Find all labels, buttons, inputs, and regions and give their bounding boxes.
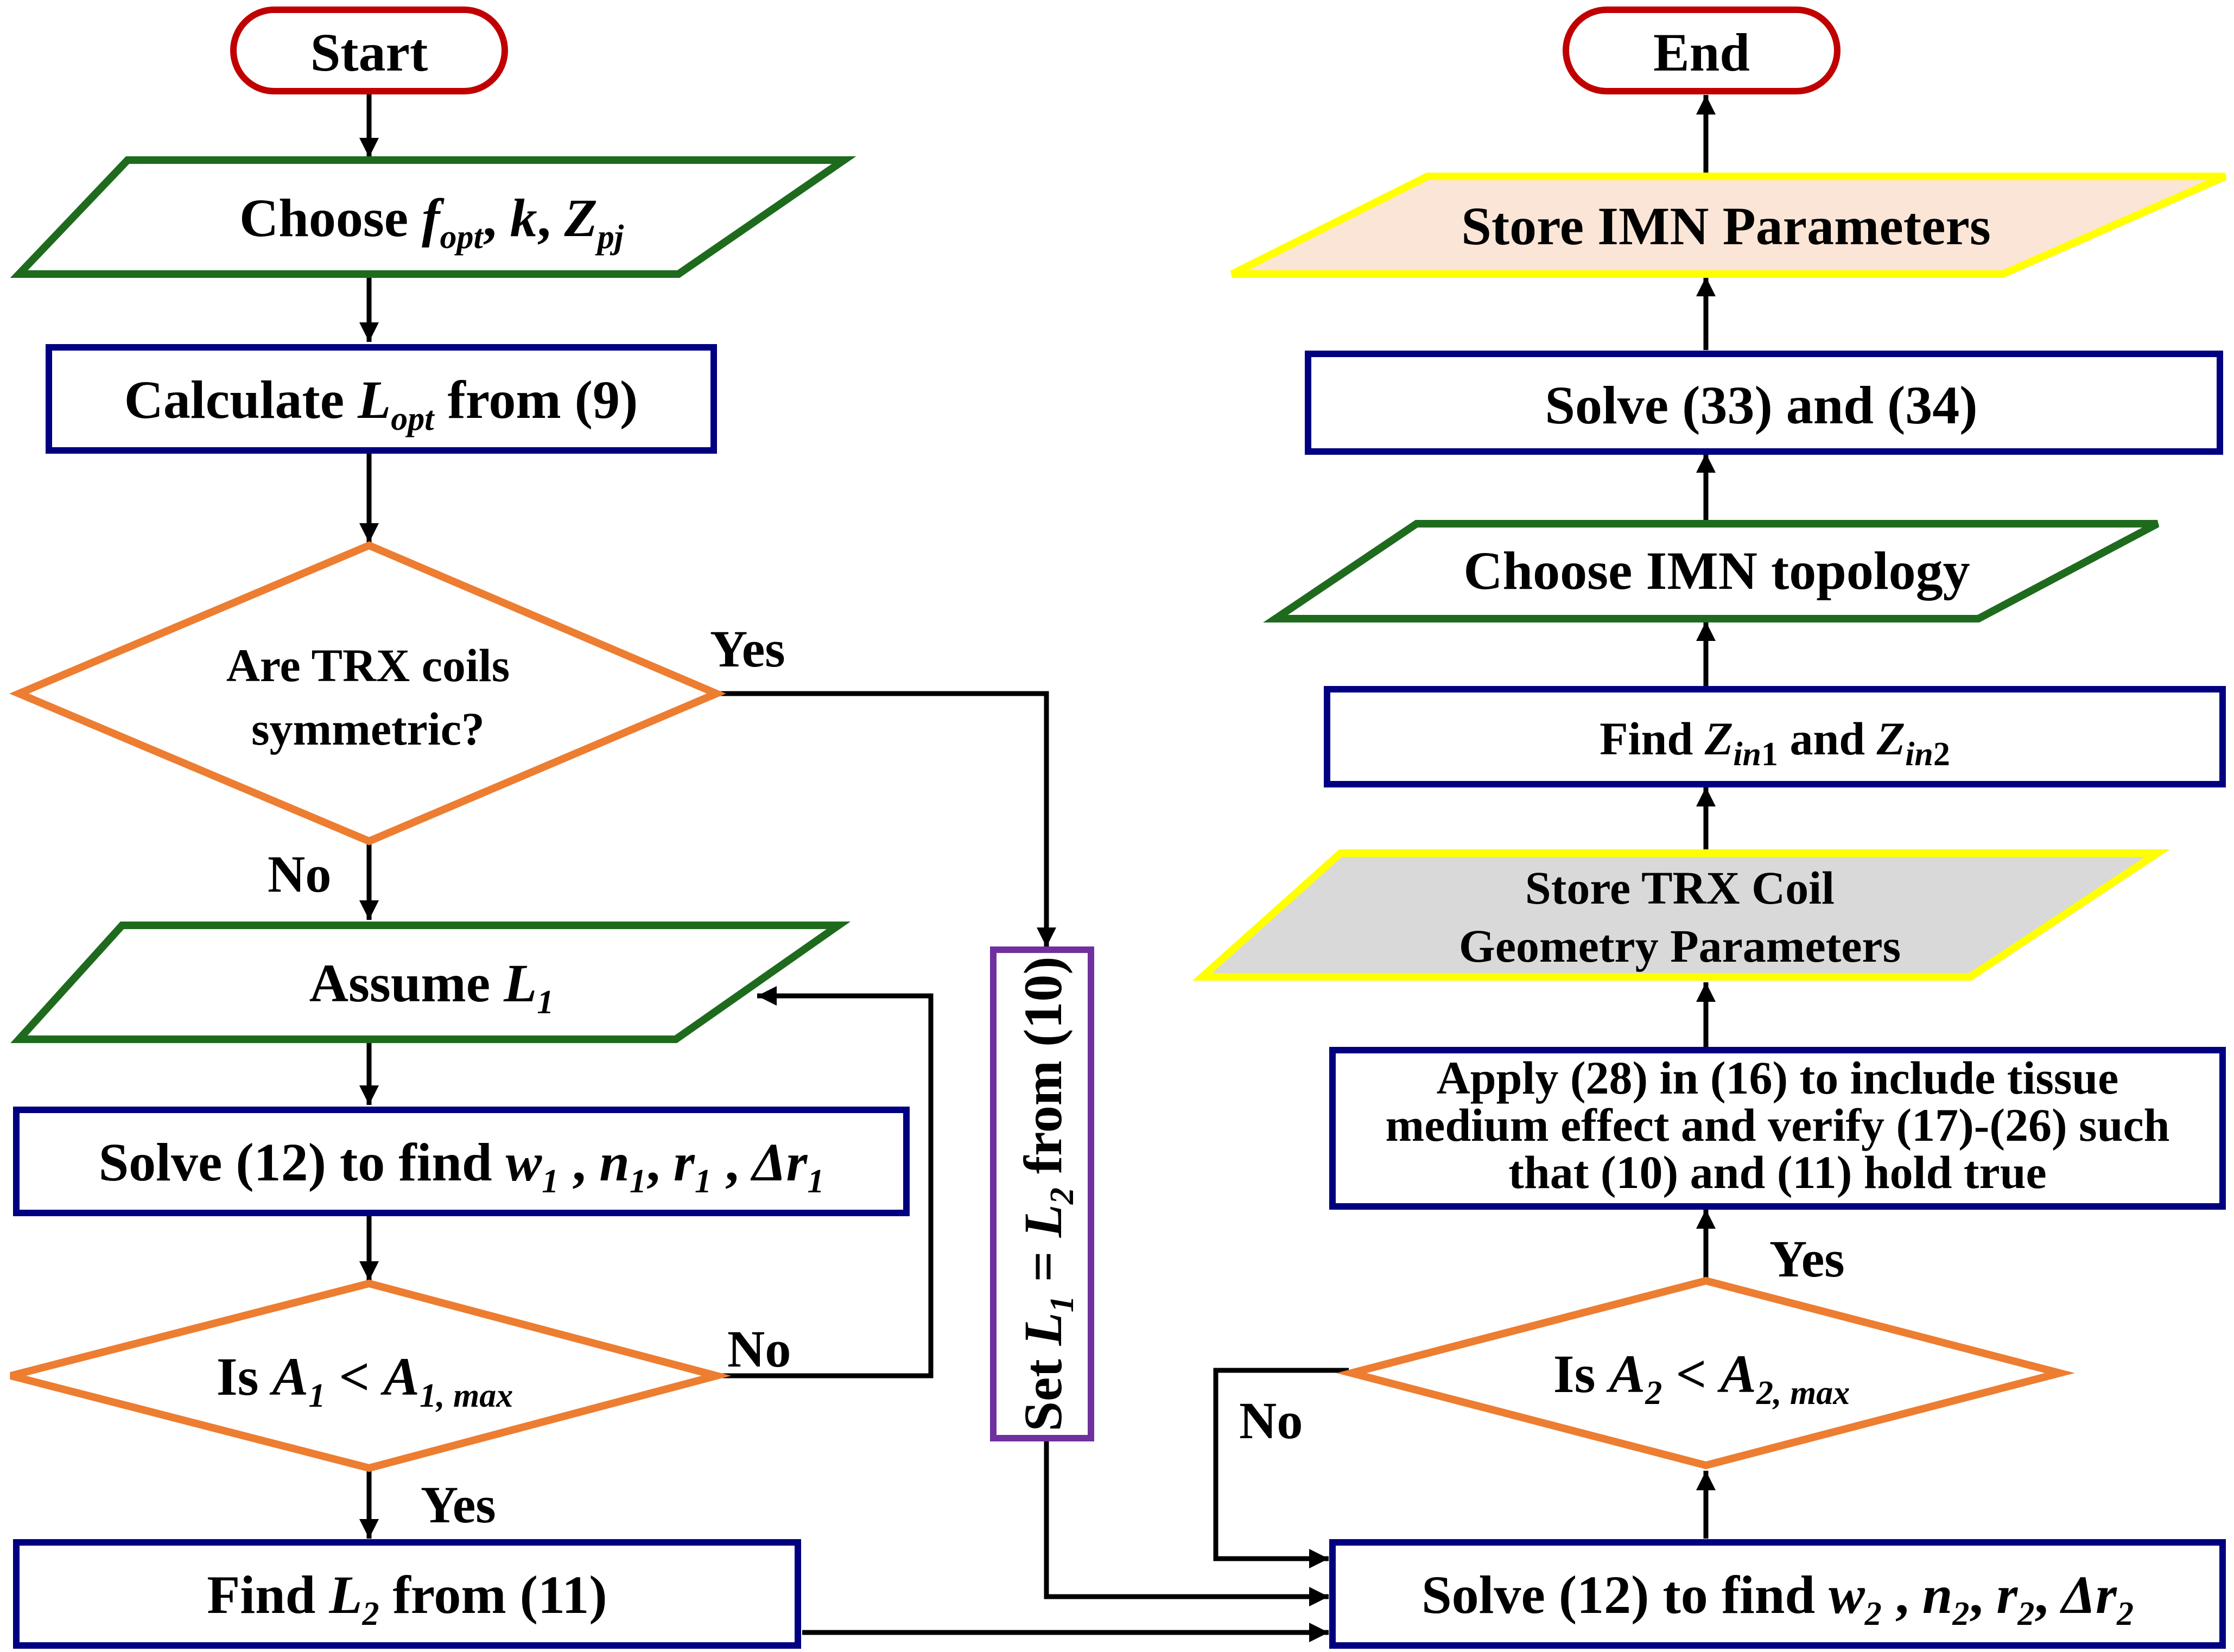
- check-a2-label: Is A2 < A2, max: [1553, 1344, 1850, 1412]
- edge-label-yes-a1: Yes: [421, 1476, 496, 1534]
- set-l1-node: Set L1 = L2 from (10): [990, 946, 1094, 1441]
- store-trx-line1: Store TRX Coil: [1525, 862, 1835, 914]
- check-a1-decision-node: Is A1 < A1, max: [10, 1279, 732, 1472]
- solve12-first-label: Solve (12) to find w1 , n1, r1 , Δr1: [99, 1132, 824, 1200]
- edge-set-to-solve2: [1044, 1441, 1329, 1606]
- apply-28-node: Apply (28) in (16) to include tissue med…: [1329, 1047, 2226, 1210]
- edge-label-no-a1: No: [727, 1320, 791, 1378]
- choose-topology-label: Choose IMN topology: [1463, 541, 1970, 601]
- set-l1-label: Set L1 = L2 from (10): [1013, 956, 1081, 1431]
- choose-topology-node: Choose IMN topology: [1263, 520, 2160, 622]
- symmetric-line2: symmetric?: [251, 703, 485, 755]
- find-l2-node: Find L2 from (11): [13, 1539, 801, 1649]
- choose-params-label: Choose fopt, k, Zpj: [239, 188, 624, 256]
- assume-l1-node: Assume L1: [10, 922, 851, 1043]
- start-node: Start: [230, 7, 508, 94]
- symmetric-decision-node: Are TRX coils symmetric?: [9, 541, 726, 846]
- edge-check-a2-no-loop: [1213, 1368, 1349, 1568]
- assume-l1-label: Assume L1: [309, 953, 554, 1021]
- edge-label-yes-symmetric: Yes: [710, 620, 785, 678]
- calc-lopt-label: Calculate Lopt from (9): [124, 370, 638, 437]
- check-a1-label: Is A1 < A1, max: [217, 1346, 513, 1414]
- solve-33-34-node: Solve (33) and (34): [1305, 351, 2223, 455]
- solve12-first-node: Solve (12) to find w1 , n1, r1 , Δr1: [13, 1107, 910, 1216]
- find-zin-label: Find Zin1 and Zin2: [1600, 713, 1950, 773]
- find-l2-label: Find L2 from (11): [207, 1565, 607, 1632]
- store-trx-line2: Geometry Parameters: [1459, 920, 1901, 972]
- apply-28-line2: medium effect and verify (17)-(26) such: [1386, 1099, 2170, 1151]
- check-a2-decision-node: Is A2 < A2, max: [1336, 1276, 2075, 1470]
- store-imn-label: Store IMN Parameters: [1461, 196, 1991, 256]
- apply-28-line1: Apply (28) in (16) to include tissue: [1437, 1052, 2119, 1104]
- edge-check-a1-no-loop: [716, 986, 934, 1378]
- store-trx-node: Store TRX Coil Geometry Parameters: [1192, 849, 2170, 981]
- edges: [359, 91, 1716, 1642]
- symmetric-line1: Are TRX coils: [226, 639, 510, 691]
- edge-label-no-a2: No: [1239, 1392, 1303, 1450]
- apply-28-line3: that (10) and (11) hold true: [1508, 1146, 2046, 1198]
- calc-lopt-node: Calculate Lopt from (9): [46, 344, 717, 454]
- store-imn-node: Store IMN Parameters: [1230, 173, 2227, 278]
- end-label: End: [1653, 22, 1750, 82]
- solve12-second-node: Solve (12) to find w2 , n2, r2, Δr2: [1329, 1539, 2226, 1649]
- solve12-second-label: Solve (12) to find w2 , n2, r2, Δr2: [1421, 1565, 2134, 1632]
- find-zin-node: Find Zin1 and Zin2: [1324, 686, 2226, 787]
- edge-label-yes-a2: Yes: [1769, 1230, 1845, 1288]
- end-node: End: [1563, 7, 1840, 94]
- start-label: Start: [310, 22, 428, 82]
- edge-labels: Yes No No Yes No Yes: [268, 620, 1845, 1534]
- solve-33-34-label: Solve (33) and (34): [1545, 375, 1977, 435]
- edge-label-no-symmetric: No: [268, 845, 331, 903]
- choose-params-node: Choose fopt, k, Zpj: [10, 156, 856, 278]
- edge-symmetric-yes-to-set: [716, 691, 1056, 947]
